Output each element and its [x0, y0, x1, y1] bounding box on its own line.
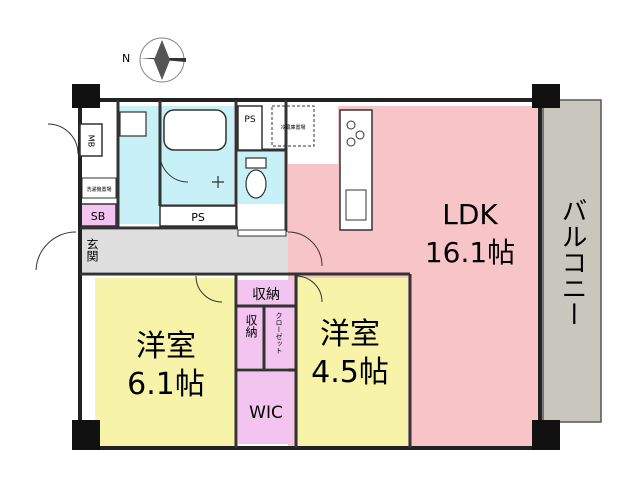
western-room-2-size: 4.5帖: [311, 355, 389, 390]
balcony-area: [542, 99, 602, 423]
toilet-tank-icon: [245, 157, 267, 169]
compass-arrow-icon: [154, 40, 170, 80]
mb-box: [79, 123, 103, 157]
door-swings: [35, 123, 323, 303]
ldk-label: LDK: [442, 198, 498, 231]
ps-label-2: PS: [191, 211, 205, 224]
toilet-icon: [245, 169, 267, 199]
closet-area: [264, 306, 294, 368]
stove-burner-icon: [355, 130, 365, 140]
door-arc: [47, 123, 79, 155]
entrance-label: 玄関: [85, 237, 99, 262]
fridge-space-bg: [288, 106, 338, 164]
storage-mid-label: 収納: [244, 314, 258, 338]
mb-label: MB: [87, 135, 96, 147]
western-room-2-label: 洋室: [320, 317, 380, 352]
ps-box-2: [159, 205, 237, 227]
western-room-1-label: 洋室: [136, 329, 196, 364]
fridge-label: 冷蔵庫置場: [280, 124, 305, 131]
ps-label-1: PS: [244, 115, 255, 125]
ps-box-1: [237, 105, 263, 151]
wash-basin-icon: [119, 111, 147, 137]
balcony-label: バルコニー: [557, 197, 587, 327]
structural-columns: [72, 84, 560, 450]
closet-label: クローゼット: [275, 312, 283, 354]
washer-label: 洗濯機置場: [86, 186, 111, 193]
ldk-door-arc: [287, 231, 323, 267]
wic-label: WIC: [249, 403, 283, 423]
sliding-door: [237, 229, 287, 237]
ldk-size: 16.1帖: [425, 236, 515, 269]
kitchen-counter: [339, 109, 373, 231]
compass: N: [122, 37, 186, 83]
storage-mid-area: [238, 306, 264, 368]
room2-door-arc: [295, 275, 323, 303]
western-room-1-size: 6.1帖: [127, 367, 205, 402]
entrance-door-arc: [35, 231, 77, 271]
stove-burner-icon: [346, 120, 356, 130]
sink-icon: [345, 189, 367, 221]
fridge-space: [271, 105, 315, 147]
storage-top-label: 収納: [252, 287, 280, 303]
shower-icon: [212, 176, 224, 188]
stove-burner-icon: [346, 137, 356, 147]
bathtub-icon: [163, 109, 227, 151]
compass-north-label: N: [122, 52, 130, 65]
wic-area: [238, 372, 294, 444]
western-room-2-area: [298, 278, 408, 446]
western-room-1-area: [95, 278, 237, 446]
sb-label: SB: [91, 210, 106, 223]
storage-top-area: [238, 280, 294, 306]
hall-area: [80, 230, 288, 272]
room1-door-arc: [195, 275, 223, 303]
bath-door-arc: [159, 153, 189, 183]
